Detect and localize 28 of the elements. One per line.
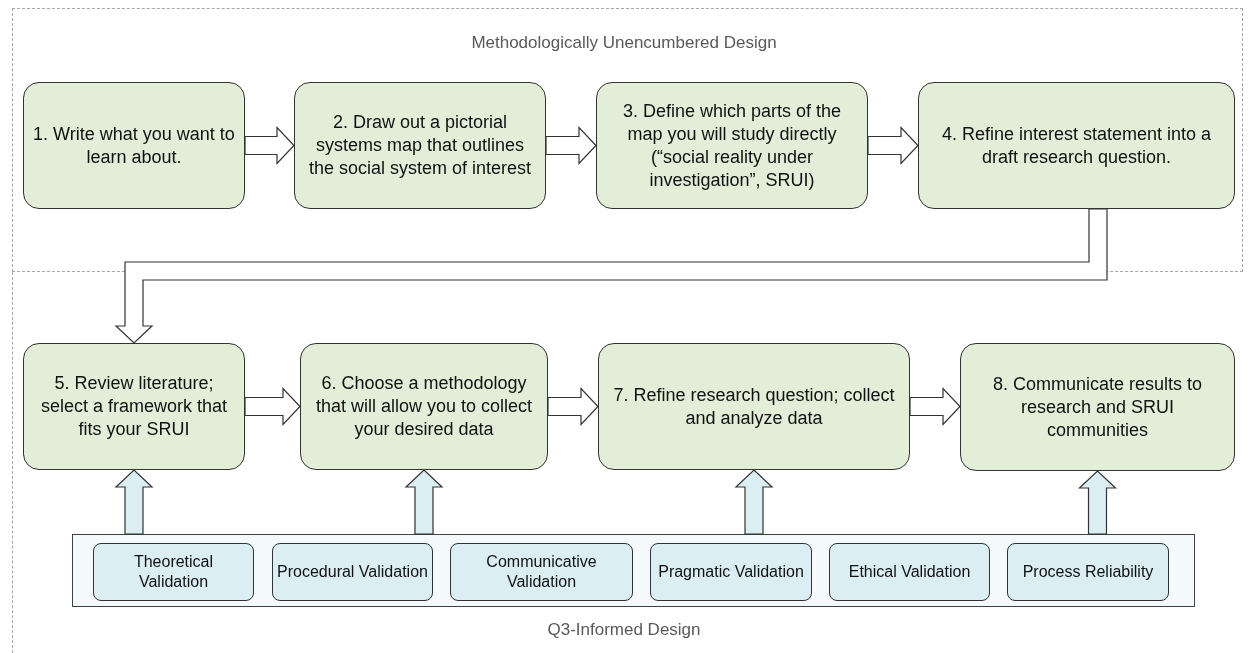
block-arrow xyxy=(734,469,774,535)
block-arrow xyxy=(114,208,1108,344)
process-box: 1. Write what you want to learn about. xyxy=(23,82,245,209)
block-arrow xyxy=(867,126,919,165)
validation-box: Communicative Validation xyxy=(450,543,633,601)
process-box: 4. Refine interest statement into a draft research question. xyxy=(918,82,1235,209)
block-arrow xyxy=(244,126,295,165)
region-label: Methodologically Unencumbered Design xyxy=(471,32,777,54)
process-box: 6. Choose a methodology that will allow you to collect your desired data xyxy=(300,343,548,470)
block-arrow xyxy=(909,387,961,426)
validation-box: Process Reliability xyxy=(1007,543,1169,601)
block-arrow xyxy=(547,387,599,426)
validation-box: Theoretical Validation xyxy=(93,543,254,601)
region-label: Q3-Informed Design xyxy=(547,619,701,641)
block-arrow xyxy=(244,387,301,426)
block-arrow xyxy=(1078,470,1117,535)
block-arrow xyxy=(545,126,597,165)
validation-bar xyxy=(72,534,1195,607)
block-arrow xyxy=(404,469,444,535)
validation-box: Ethical Validation xyxy=(829,543,990,601)
validation-box: Pragmatic Validation xyxy=(650,543,812,601)
process-box: 7. Refine research question; collect and analyze data xyxy=(598,343,910,470)
process-box: 2. Draw out a pictorial systems map that outlines the social system of interest xyxy=(294,82,546,209)
process-box: 5. Review literature; select a framework that fits your SRUI xyxy=(23,343,245,470)
block-arrow xyxy=(114,469,154,535)
process-box: 8. Communicate results to research and SRUI communities xyxy=(960,343,1235,471)
validation-box: Procedural Validation xyxy=(272,543,433,601)
process-box: 3. Define which parts of the map you will study directly (“social reality under investigation”, SRUI) xyxy=(596,82,868,209)
